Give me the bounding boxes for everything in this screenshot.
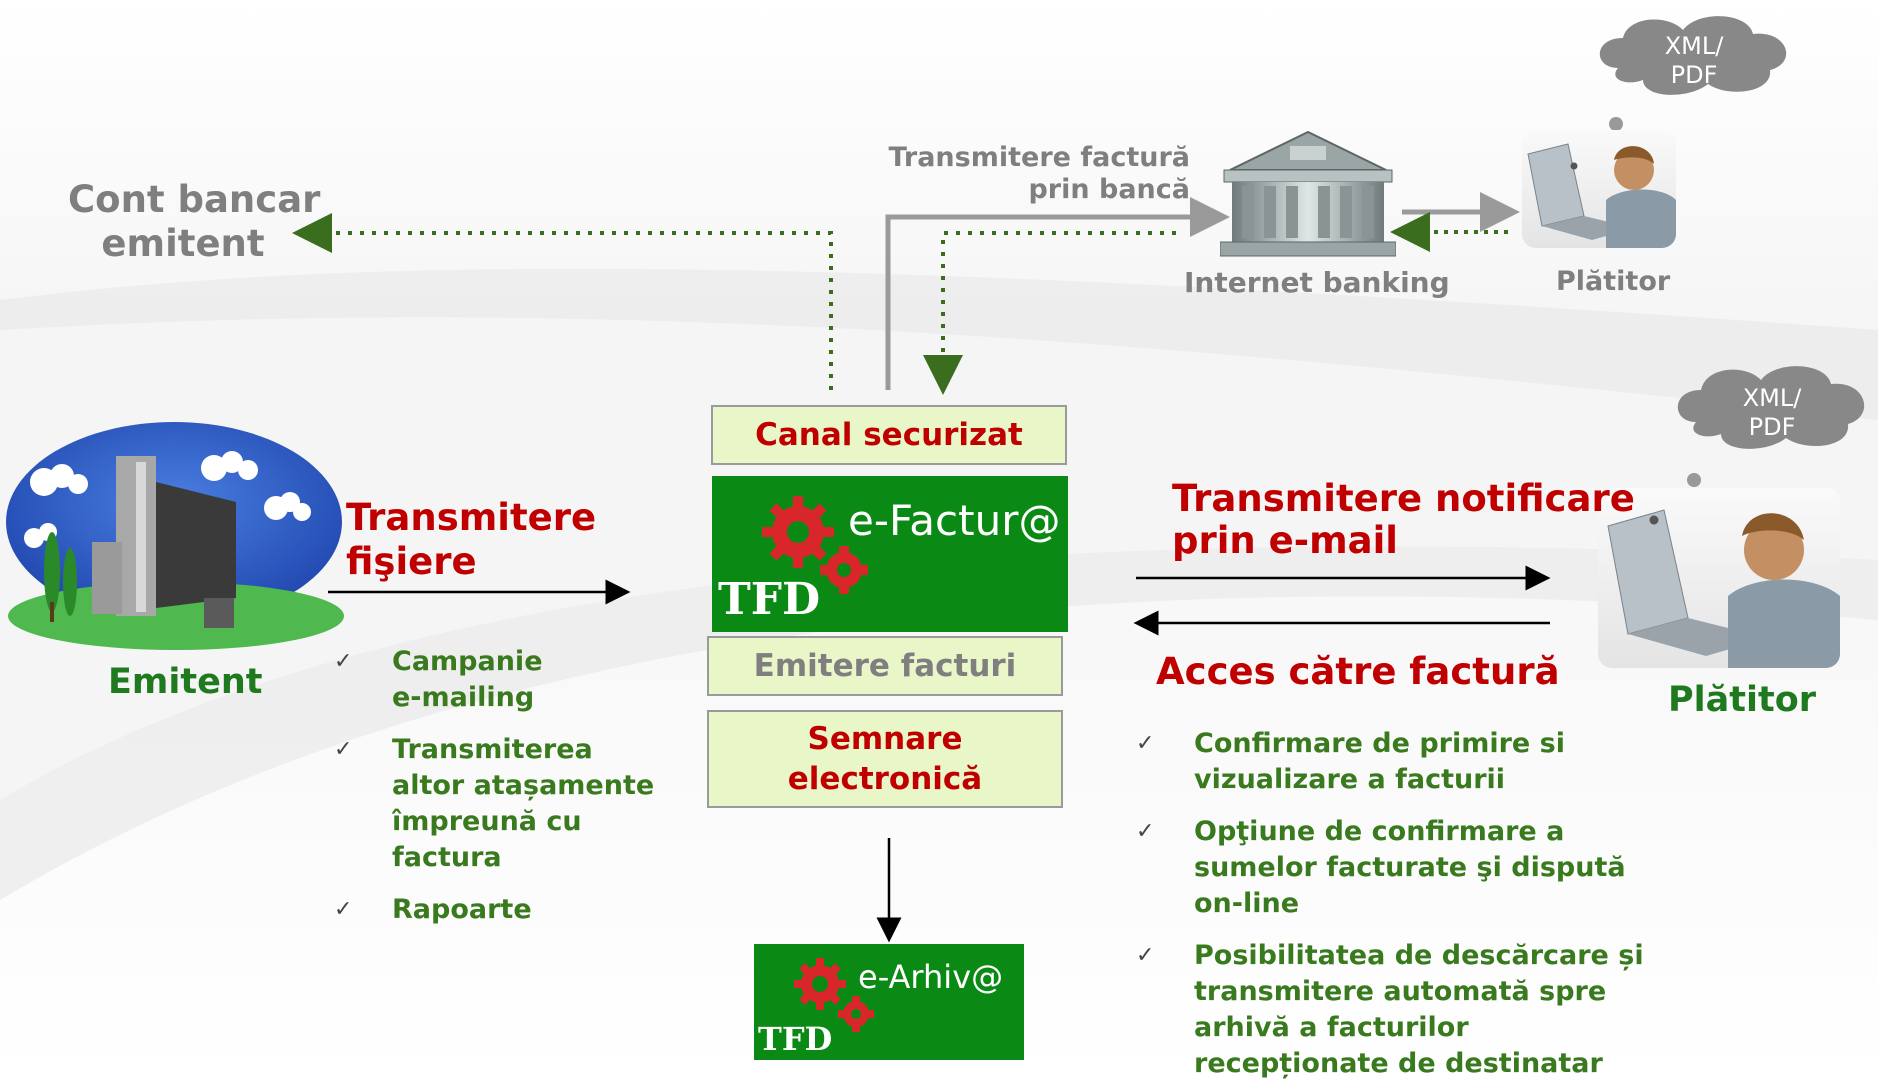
earhiva-brand: e-Arhiv@ [858, 958, 1004, 996]
right-bullet-text: Confirmare de primire si vizualizare a f… [1194, 728, 1565, 795]
checkmark-icon: ✓ [1136, 731, 1155, 756]
gear-icon [794, 958, 874, 1032]
canal-securizat-text: Canal securizat [755, 417, 1023, 453]
internet-banking-label: Internet banking [1184, 266, 1450, 299]
acces-factura-label: Acces către factură [1156, 650, 1560, 693]
emitere-facturi-box: Emitere facturi [707, 636, 1063, 696]
cloud-top-line1: XML/ [1664, 32, 1724, 60]
checkmark-icon: ✓ [334, 897, 353, 922]
transmitere-notificare-label: Transmitere notificare prin e-mail [1172, 478, 1635, 562]
xml-pdf-cloud-mid: XML/ PDF [1666, 358, 1878, 454]
transmitere-fisiere-line1: Transmitere [346, 496, 597, 539]
semnare-line1: Semnare [807, 721, 963, 757]
xml-pdf-cloud-top: XML/ PDF [1588, 8, 1800, 100]
payer-big-label: Plătitor [1668, 680, 1817, 720]
left-feature-list: ✓ Campanie e-mailing ✓ Transmiterea altor … [334, 644, 654, 928]
efactura-logo: e-Factur@ TFD [712, 476, 1068, 632]
emitent-label: Emitent [108, 662, 263, 702]
factory-icon [6, 422, 344, 650]
semnare-line2: electronică [787, 761, 983, 797]
bank-building-icon [1220, 130, 1396, 257]
checkmark-icon: ✓ [1136, 819, 1155, 844]
notificare-line1: Transmitere notificare [1172, 477, 1635, 520]
transmitere-banca-line1: Transmitere factură [888, 142, 1190, 173]
left-bullet-text: Rapoarte [392, 894, 532, 925]
right-bullet-text: Opţiune de confirmare a sumelor facturat… [1194, 816, 1626, 919]
payer-small-icon [1522, 130, 1676, 248]
cont-bancar-line1: Cont bancar [68, 178, 321, 221]
right-feature-list: ✓ Confirmare de primire si vizualizare a … [1136, 726, 1644, 1082]
checkmark-icon: ✓ [334, 649, 353, 674]
payer-small-label: Plătitor [1556, 266, 1671, 297]
checkmark-icon: ✓ [334, 737, 353, 762]
list-item: ✓ Opţiune de confirmare a sumelor factura… [1136, 814, 1644, 922]
cloud-top-line2: PDF [1670, 61, 1718, 89]
notificare-line2: prin e-mail [1172, 519, 1398, 562]
earhiva-logo: e-Arhiv@ TFD [754, 944, 1024, 1060]
cont-bancar-label: Cont bancar emitent [68, 178, 321, 265]
efactura-brand: e-Factur@ [848, 496, 1061, 545]
list-item: ✓ Transmiterea altor atașamente împreună … [334, 732, 654, 876]
emitere-facturi-text: Emitere facturi [753, 648, 1017, 684]
transmitere-banca-line2: prin bancă [1028, 173, 1190, 205]
payer-big-icon [1598, 488, 1840, 668]
list-item: ✓ Campanie e-mailing [334, 644, 654, 716]
right-bullet-text: Posibilitatea de descărcare și transmite… [1194, 940, 1644, 1079]
cont-bancar-line2: emitent [101, 221, 265, 265]
list-item: ✓ Posibilitatea de descărcare și transmit… [1136, 938, 1644, 1082]
earhiva-tfd: TFD [758, 1020, 833, 1058]
transmitere-fisiere-label: Transmitere fişiere [346, 496, 596, 583]
list-item: ✓ Rapoarte [334, 892, 654, 928]
efactura-tfd: TFD [718, 574, 821, 625]
list-item: ✓ Confirmare de primire si vizualizare a … [1136, 726, 1644, 798]
semnare-electronica-box: Semnare electronică [707, 710, 1063, 808]
cloud-mid-line2: PDF [1748, 413, 1796, 441]
checkmark-icon: ✓ [1136, 943, 1155, 968]
cloud-dots [1609, 117, 1623, 131]
transmitere-fisiere-line2: fişiere [346, 539, 477, 583]
cloud-mid-line1: XML/ [1742, 384, 1802, 412]
canal-securizat-box: Canal securizat [711, 405, 1067, 465]
left-bullet-text: Campanie e-mailing [392, 646, 543, 713]
left-bullet-text: Transmiterea altor atașamente împreună c… [392, 734, 655, 873]
cloud-dots [1687, 473, 1701, 487]
transmitere-banca-label: Transmitere factură prin bancă [870, 142, 1190, 206]
gear-icon [762, 496, 868, 594]
